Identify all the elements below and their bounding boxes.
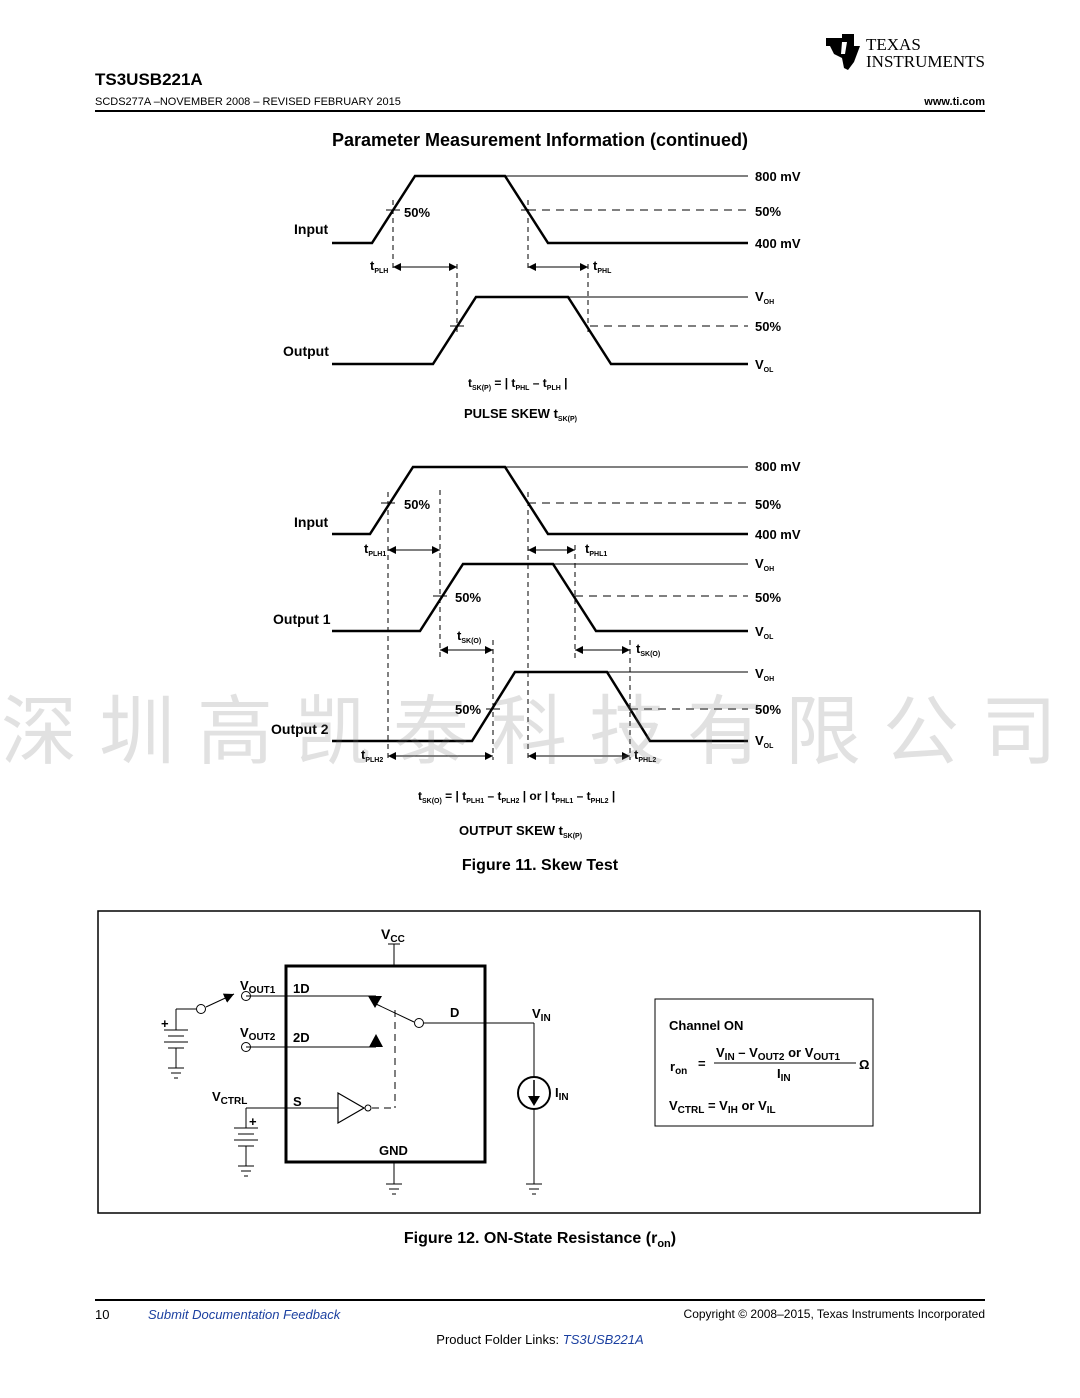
vout1-label: VOUT1: [240, 978, 276, 996]
ron-symbol: ron: [670, 1059, 687, 1077]
battery2-plus: +: [249, 1114, 257, 1129]
ron-numerator: VIN – VOUT2 or VOUT1: [716, 1045, 840, 1063]
pulse-50pct-right: 50%: [755, 204, 781, 219]
vctrl-equation: VCTRL = VIH or VIL: [669, 1098, 776, 1116]
pin-2d: 2D: [293, 1030, 310, 1045]
skew-vol1: VOL: [755, 624, 774, 641]
pulse-tplh: tPLH: [370, 258, 388, 275]
ohm-symbol: Ω: [859, 1057, 869, 1072]
skew-output2-waveform: [332, 670, 748, 743]
ti-logo-text: TEXAS INSTRUMENTS: [866, 36, 985, 70]
vout2-label: VOUT2: [240, 1025, 276, 1043]
pulse-formula: tSK(P) = | tPHL – tPLH |: [468, 376, 567, 392]
channel-on-label: Channel ON: [669, 1018, 743, 1033]
skew-output2-label: Output 2: [271, 721, 329, 737]
pulse-output-label: Output: [283, 343, 329, 359]
skew-vol2: VOL: [755, 733, 774, 750]
vin-label: VIN: [532, 1006, 551, 1024]
skew-tsko-1: tSK(O): [457, 628, 481, 645]
skew-output1-waveform: [332, 562, 748, 633]
skew-voh2: VOH: [755, 666, 774, 683]
skew-voh1: VOH: [755, 556, 774, 573]
pulse-50pct-input: 50%: [404, 205, 430, 220]
section-title: Parameter Measurement Information (conti…: [331, 130, 749, 150]
output-skew-title: OUTPUT SKEW tSK(P): [459, 823, 582, 840]
pin-d: D: [450, 1005, 459, 1020]
pin-1d: 1D: [293, 981, 310, 996]
figure-12-frame: [97, 910, 981, 1214]
on-resistance-circuit: VCC VOUT1 VOUT2 VCTRL 1D 2D S D GND VIN …: [97, 910, 981, 1214]
pulse-input-waveform: [332, 174, 748, 245]
skew-input-label: Input: [294, 514, 329, 530]
logo-line-2: INSTRUMENTS: [866, 52, 986, 71]
figure-11-caption: Figure 11. Skew Test: [461, 857, 619, 874]
ron-denominator: IIN: [777, 1066, 791, 1084]
pulse-vol: VOL: [755, 357, 774, 374]
equals-sign: =: [698, 1056, 706, 1071]
pulse-50pct-output: 50%: [755, 319, 781, 334]
feedback-link[interactable]: Submit Documentation Feedback: [148, 1307, 341, 1322]
footer-rule: [95, 1299, 985, 1301]
vcc-label: VCC: [381, 926, 405, 945]
part-number: TS3USB221A: [95, 70, 203, 89]
skew-tplh1: tPLH1: [364, 541, 386, 558]
product-folder-links: Product Folder Links: TS3USB221A: [436, 1332, 644, 1347]
equation-box: [654, 998, 874, 1127]
pulse-skew-title: PULSE SKEW tSK(P): [464, 406, 577, 423]
skew-50pct-out1: 50%: [755, 590, 781, 605]
gnd-label: GND: [379, 1143, 408, 1158]
skew-50pct-input: 50%: [755, 497, 781, 512]
skew-50pct-out1-edge: 50%: [455, 590, 481, 605]
skew-tphl2: tPHL2: [634, 747, 656, 764]
figure-12-caption: Figure 12. ON-State Resistance (ron): [403, 1230, 677, 1251]
skew-tphl1: tPHL1: [585, 541, 607, 558]
pin-s: S: [293, 1094, 302, 1109]
vctrl-label: VCTRL: [212, 1089, 247, 1107]
copyright-text: Copyright © 2008–2015, Texas Instruments…: [683, 1307, 985, 1321]
skew-800mv: 800 mV: [755, 459, 801, 474]
pulse-input-label: Input: [294, 221, 329, 237]
skew-test-diagram: Input Output 800 mV 50% 400 mV 50% 50% V…: [271, 169, 801, 840]
skew-50pct-in-edge: 50%: [404, 497, 430, 512]
page-number: 10: [95, 1307, 110, 1322]
watermark-text: 深圳高凯泰科技有限公司: [1, 687, 1079, 776]
battery1-plus: +: [161, 1016, 169, 1031]
skew-tplh2: tPLH2: [361, 747, 383, 764]
pulse-400mv: 400 mV: [755, 236, 801, 251]
pulse-output-waveform: [332, 295, 748, 366]
device-box: [284, 964, 487, 1164]
doc-info: SCDS277A –NOVEMBER 2008 – REVISED FEBRUA…: [95, 96, 401, 108]
ti-logo-icon: [826, 34, 860, 70]
skew-formula: tSK(O) = | tPLH1 – tPLH2 | or | tPHL1 – …: [418, 789, 615, 805]
pulse-voh: VOH: [755, 289, 774, 306]
iin-label: IIN: [555, 1085, 569, 1103]
website-link[interactable]: www.ti.com: [924, 96, 985, 108]
skew-output1-label: Output 1: [273, 611, 331, 627]
logo-line-1: TEXAS: [866, 35, 921, 54]
pulse-800mv: 800 mV: [755, 169, 801, 184]
product-folder-link[interactable]: TS3USB221A: [562, 1332, 644, 1347]
pulse-tphl: tPHL: [593, 258, 612, 275]
skew-input-waveform: [332, 465, 748, 536]
skew-tsko-2: tSK(O): [636, 641, 660, 658]
skew-50pct-out2-edge: 50%: [455, 702, 481, 717]
skew-50pct-out2: 50%: [755, 702, 781, 717]
header-rule: [95, 110, 985, 112]
skew-400mv: 400 mV: [755, 527, 801, 542]
